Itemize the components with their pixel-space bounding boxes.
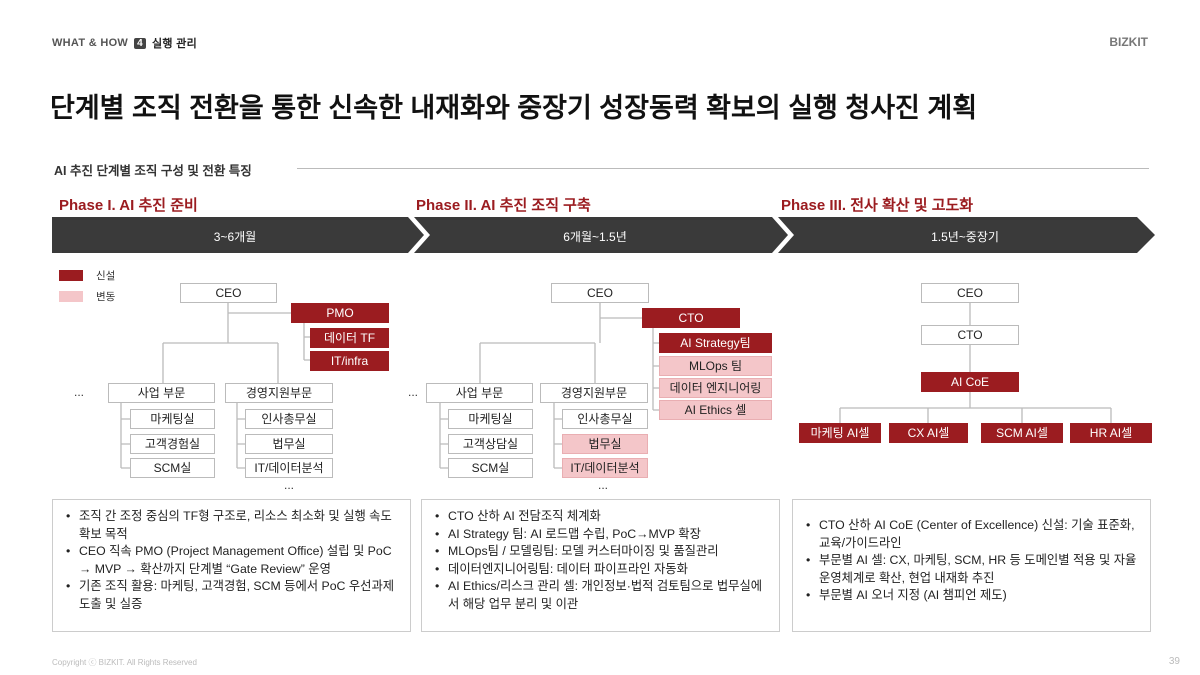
bullet: MLOps팀 / 모델링팀: 모델 커스터마이징 및 품질관리	[432, 543, 769, 561]
org-box: IT/데이터분석	[245, 458, 333, 478]
org-box-ai-cell: SCM AI셀	[981, 423, 1063, 443]
org-box-cto: CTO	[921, 325, 1019, 345]
org-box-ai-strategy: AI Strategy팀	[659, 333, 772, 353]
phase-1-title: Phase I. AI 추진 준비	[59, 197, 198, 214]
bullet: 데이터엔지니어링팀: 데이터 파이프라인 자동화	[432, 561, 769, 579]
ellipsis: ...	[284, 478, 295, 492]
ellipsis: ...	[598, 478, 609, 492]
bullet: AI Strategy 팀: AI 로드맵 수립, PoC→MVP 확장	[432, 526, 769, 544]
org-box-pmo: PMO	[291, 303, 389, 323]
org-box-ceo: CEO	[921, 283, 1019, 303]
divider	[297, 168, 1149, 169]
org-box-legal: 법무실	[562, 434, 648, 454]
phase-2-description: CTO 산하 AI 전담조직 체계화 AI Strategy 팀: AI 로드맵…	[421, 499, 780, 632]
org-box-ai-cell: HR AI셀	[1070, 423, 1152, 443]
org-box-ai-cell: CX AI셀	[889, 423, 968, 443]
org-box: 마케팅실	[130, 409, 215, 429]
ellipsis: ...	[74, 385, 85, 399]
step-label: 실행 관리	[152, 38, 198, 50]
bullet: CEO 직속 PMO (Project Management Office) 설…	[63, 543, 400, 578]
org-box: 마케팅실	[448, 409, 533, 429]
org-box: SCM실	[130, 458, 215, 478]
org-box-it-data: IT/데이터분석	[562, 458, 648, 478]
bullet: AI Ethics/리스크 관리 셀: 개인정보·법적 검토팀으로 법무실에서 …	[432, 578, 769, 613]
subtitle: AI 추진 단계별 조직 구성 및 전환 특징	[54, 164, 252, 178]
timeline-bar	[52, 217, 1155, 253]
org-box-management: 경영지원부문	[540, 383, 648, 403]
bullet: CTO 산하 AI CoE (Center of Excellence) 신설:…	[803, 517, 1140, 552]
org-box: 고객상담실	[448, 434, 533, 454]
section-label: WHAT & HOW	[52, 37, 129, 49]
org-connectors	[120, 303, 1112, 469]
legend-changed-swatch	[59, 291, 83, 302]
org-box: 고객경험실	[130, 434, 215, 454]
section-header: WHAT & HOW 4 실행 관리	[52, 35, 197, 51]
bullet: 기존 조직 활용: 마케팅, 고객경험, SCM 등에서 PoC 우선과제 도출…	[63, 578, 400, 613]
bullet: 부문별 AI 셀: CX, 마케팅, SCM, HR 등 도메인별 적용 및 자…	[803, 552, 1140, 587]
org-box: SCM실	[448, 458, 533, 478]
copyright: Copyright ⓒ BIZKIT. All Rights Reserved	[52, 658, 197, 667]
org-box-management: 경영지원부문	[225, 383, 333, 403]
org-box: 법무실	[245, 434, 333, 454]
phase-2-title: Phase II. AI 추진 조직 구축	[416, 197, 591, 214]
page-number: 39	[1168, 656, 1180, 667]
phase-3-description: CTO 산하 AI CoE (Center of Excellence) 신설:…	[792, 499, 1151, 632]
phase-1-description: 조직 간 조정 중심의 TF형 구조로, 리소스 최소화 및 실행 속도 확보 …	[52, 499, 411, 632]
bullet: 부문별 AI 오너 지정 (AI 챔피언 제도)	[803, 587, 1140, 605]
legend-changed-label: 변동	[96, 291, 116, 303]
ellipsis: ...	[408, 385, 419, 399]
phase-2-period: 6개월~1.5년	[563, 230, 627, 244]
org-box: 인사총무실	[245, 409, 333, 429]
org-box-ai-ethics: AI Ethics 셀	[659, 400, 772, 420]
step-number-badge: 4	[134, 37, 146, 49]
legend-new-label: 신설	[96, 270, 116, 282]
brand-logo: BIZKIT	[1109, 35, 1148, 49]
phase-3-period: 1.5년~중장기	[931, 230, 999, 244]
org-box-business: 사업 부문	[108, 383, 215, 403]
org-box-ai-coe: AI CoE	[921, 372, 1019, 392]
org-box-it-infra: IT/infra	[310, 351, 389, 371]
page-title: 단계별 조직 전환을 통한 신속한 내재화와 중장기 성장동력 확보의 실행 청…	[50, 93, 978, 123]
org-box-data-tf: 데이터 TF	[310, 328, 389, 348]
org-box-ceo: CEO	[551, 283, 649, 303]
bullet: 조직 간 조정 중심의 TF형 구조로, 리소스 최소화 및 실행 속도 확보 …	[63, 508, 400, 543]
org-box-ai-cell: 마케팅 AI셀	[799, 423, 881, 443]
org-box-business: 사업 부문	[426, 383, 533, 403]
bullet: CTO 산하 AI 전담조직 체계화	[432, 508, 769, 526]
legend-new-swatch	[59, 270, 83, 281]
phase-3-title: Phase III. 전사 확산 및 고도화	[781, 197, 974, 214]
phase-1-period: 3~6개월	[213, 230, 257, 244]
org-box: 인사총무실	[562, 409, 648, 429]
org-box-cto: CTO	[642, 308, 740, 328]
org-box-mlops: MLOps 팀	[659, 356, 772, 376]
org-box-ceo: CEO	[180, 283, 277, 303]
org-box-data-eng: 데이터 엔지니어링	[659, 378, 772, 398]
